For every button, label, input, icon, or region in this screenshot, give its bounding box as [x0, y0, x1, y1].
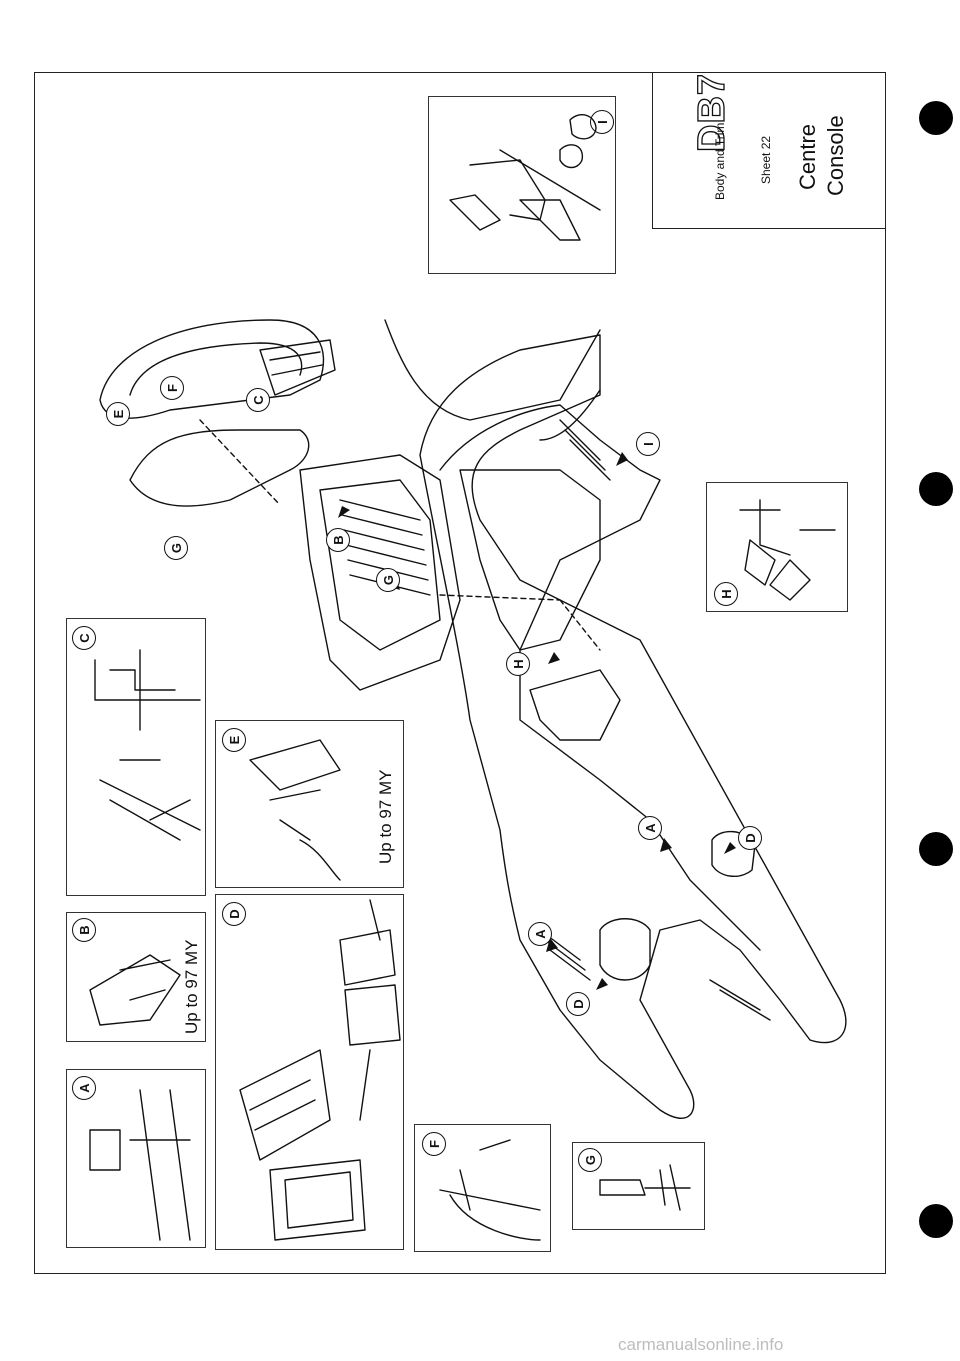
armrest-switch	[259, 339, 336, 396]
detail-d-connectors	[339, 899, 401, 1121]
arrow-d2	[724, 842, 736, 854]
detail-g-parts	[599, 1164, 691, 1211]
console-body	[419, 334, 847, 1119]
callout-e: E	[106, 402, 130, 426]
armrest-frame	[129, 429, 310, 507]
storage-bin-floor	[319, 479, 441, 651]
storage-bin	[299, 454, 461, 691]
detail-a-parts	[89, 1089, 191, 1241]
console-switch-bezel	[599, 918, 651, 981]
callout-a-upper: A	[638, 816, 662, 840]
detail-c-parts	[94, 649, 201, 841]
console-small-switch	[711, 830, 756, 877]
arrow-a2	[660, 838, 672, 852]
callout-f: F	[160, 376, 184, 400]
arrow-i	[616, 452, 628, 466]
console-cupholder	[529, 669, 621, 741]
drawing-frame	[34, 72, 886, 1274]
detail-box-e	[215, 720, 404, 888]
binder-hole-3	[919, 832, 953, 866]
callout-d-lower: D	[566, 992, 590, 1016]
callout-i: I	[636, 432, 660, 456]
callout-b: B	[326, 528, 350, 552]
binder-hole-1	[919, 101, 953, 135]
detail-h-parts	[739, 499, 836, 601]
callout-d-upper: D	[738, 826, 762, 850]
armrest-lid-inner	[129, 342, 303, 396]
detail-box-c	[66, 618, 206, 896]
callout-c: C	[246, 388, 270, 412]
detail-b-parts	[89, 954, 181, 1026]
callout-g-upper: G	[164, 536, 188, 560]
detail-box-d	[215, 894, 404, 1250]
callout-g-lower: G	[376, 568, 400, 592]
gaiter-ribs	[539, 419, 771, 1021]
arrow-b	[338, 506, 350, 518]
binder-hole-4	[919, 1204, 953, 1238]
callout-a-lower: A	[528, 922, 552, 946]
storage-bin-ridges	[339, 499, 431, 596]
binder-hole-2	[919, 472, 953, 506]
console-rear-panel	[459, 469, 601, 651]
armrest-lid	[99, 319, 325, 419]
detail-f-parts	[439, 1139, 541, 1241]
watermark: carmanualsonline.info	[618, 1335, 784, 1354]
detail-d-module	[239, 1049, 331, 1161]
arrow-h	[548, 652, 560, 664]
callout-h: H	[506, 652, 530, 676]
leader-line	[199, 419, 601, 651]
detail-box-i	[428, 96, 616, 274]
detail-i-bracket	[449, 159, 581, 241]
title-block: DB7 Body and Trim Sheet 22 Centre Consol…	[652, 72, 886, 229]
detail-d-bezel	[269, 1159, 366, 1241]
detail-i-screw	[499, 114, 601, 211]
detail-e-parts	[249, 739, 341, 881]
arrow-d1	[596, 978, 608, 990]
console-inner-edge	[439, 404, 761, 951]
console-tunnel	[384, 319, 601, 441]
